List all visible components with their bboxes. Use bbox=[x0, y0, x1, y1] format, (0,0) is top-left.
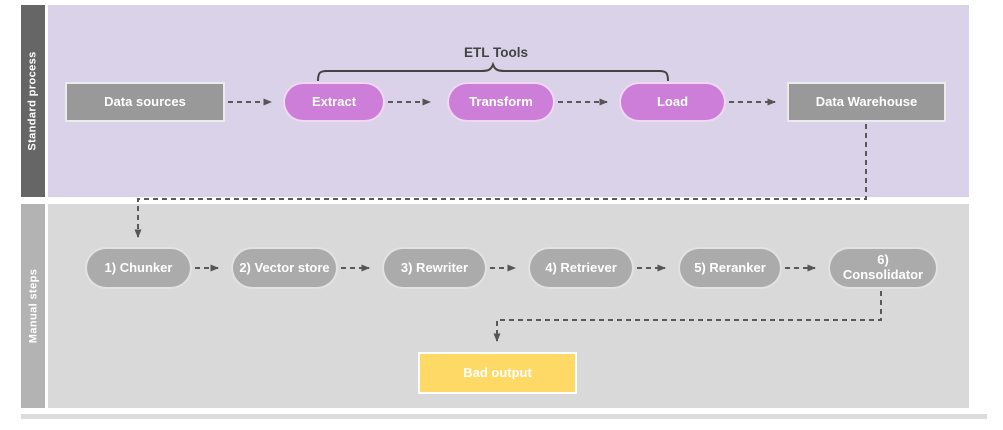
lane-label-standard-process: Standard process bbox=[21, 5, 45, 197]
node-load: Load bbox=[619, 82, 726, 122]
etl-tools-brace bbox=[317, 61, 669, 82]
node-label: Extract bbox=[311, 93, 357, 109]
node-data-warehouse: Data Warehouse bbox=[787, 82, 946, 122]
node-label: Load bbox=[656, 93, 689, 109]
node-label: 6) Consolidator bbox=[842, 252, 924, 282]
edge-data-warehouse-chunker bbox=[134, 124, 867, 238]
node-vector-store: 2) Vector store bbox=[231, 247, 338, 289]
node-label: Data sources bbox=[104, 93, 186, 109]
node-label: Bad output bbox=[463, 364, 532, 380]
node-consolidator: 6) Consolidator bbox=[828, 247, 938, 289]
node-data-sources: Data sources bbox=[65, 82, 225, 122]
node-label: 2) Vector store bbox=[239, 259, 330, 275]
node-label: Data Warehouse bbox=[815, 93, 918, 109]
node-reranker: 5) Reranker bbox=[678, 247, 782, 289]
lane-label-manual-steps: Manual steps bbox=[21, 204, 45, 408]
node-label: Transform bbox=[469, 93, 533, 109]
node-bad-output: Bad output bbox=[418, 352, 577, 394]
cropped-next-lane-edge bbox=[21, 414, 987, 419]
node-label: 3) Rewriter bbox=[400, 259, 469, 275]
node-transform: Transform bbox=[447, 82, 555, 122]
node-label: 4) Retriever bbox=[545, 259, 617, 275]
node-label: 1) Chunker bbox=[104, 259, 173, 275]
node-retriever: 4) Retriever bbox=[528, 247, 634, 289]
node-extract: Extract bbox=[283, 82, 385, 122]
node-label: 5) Reranker bbox=[694, 259, 766, 275]
edge-consolidator-bad-output bbox=[493, 291, 882, 342]
node-chunker: 1) Chunker bbox=[85, 247, 192, 289]
node-rewriter: 3) Rewriter bbox=[382, 247, 487, 289]
etl-tools-annotation: ETL Tools bbox=[464, 45, 528, 60]
